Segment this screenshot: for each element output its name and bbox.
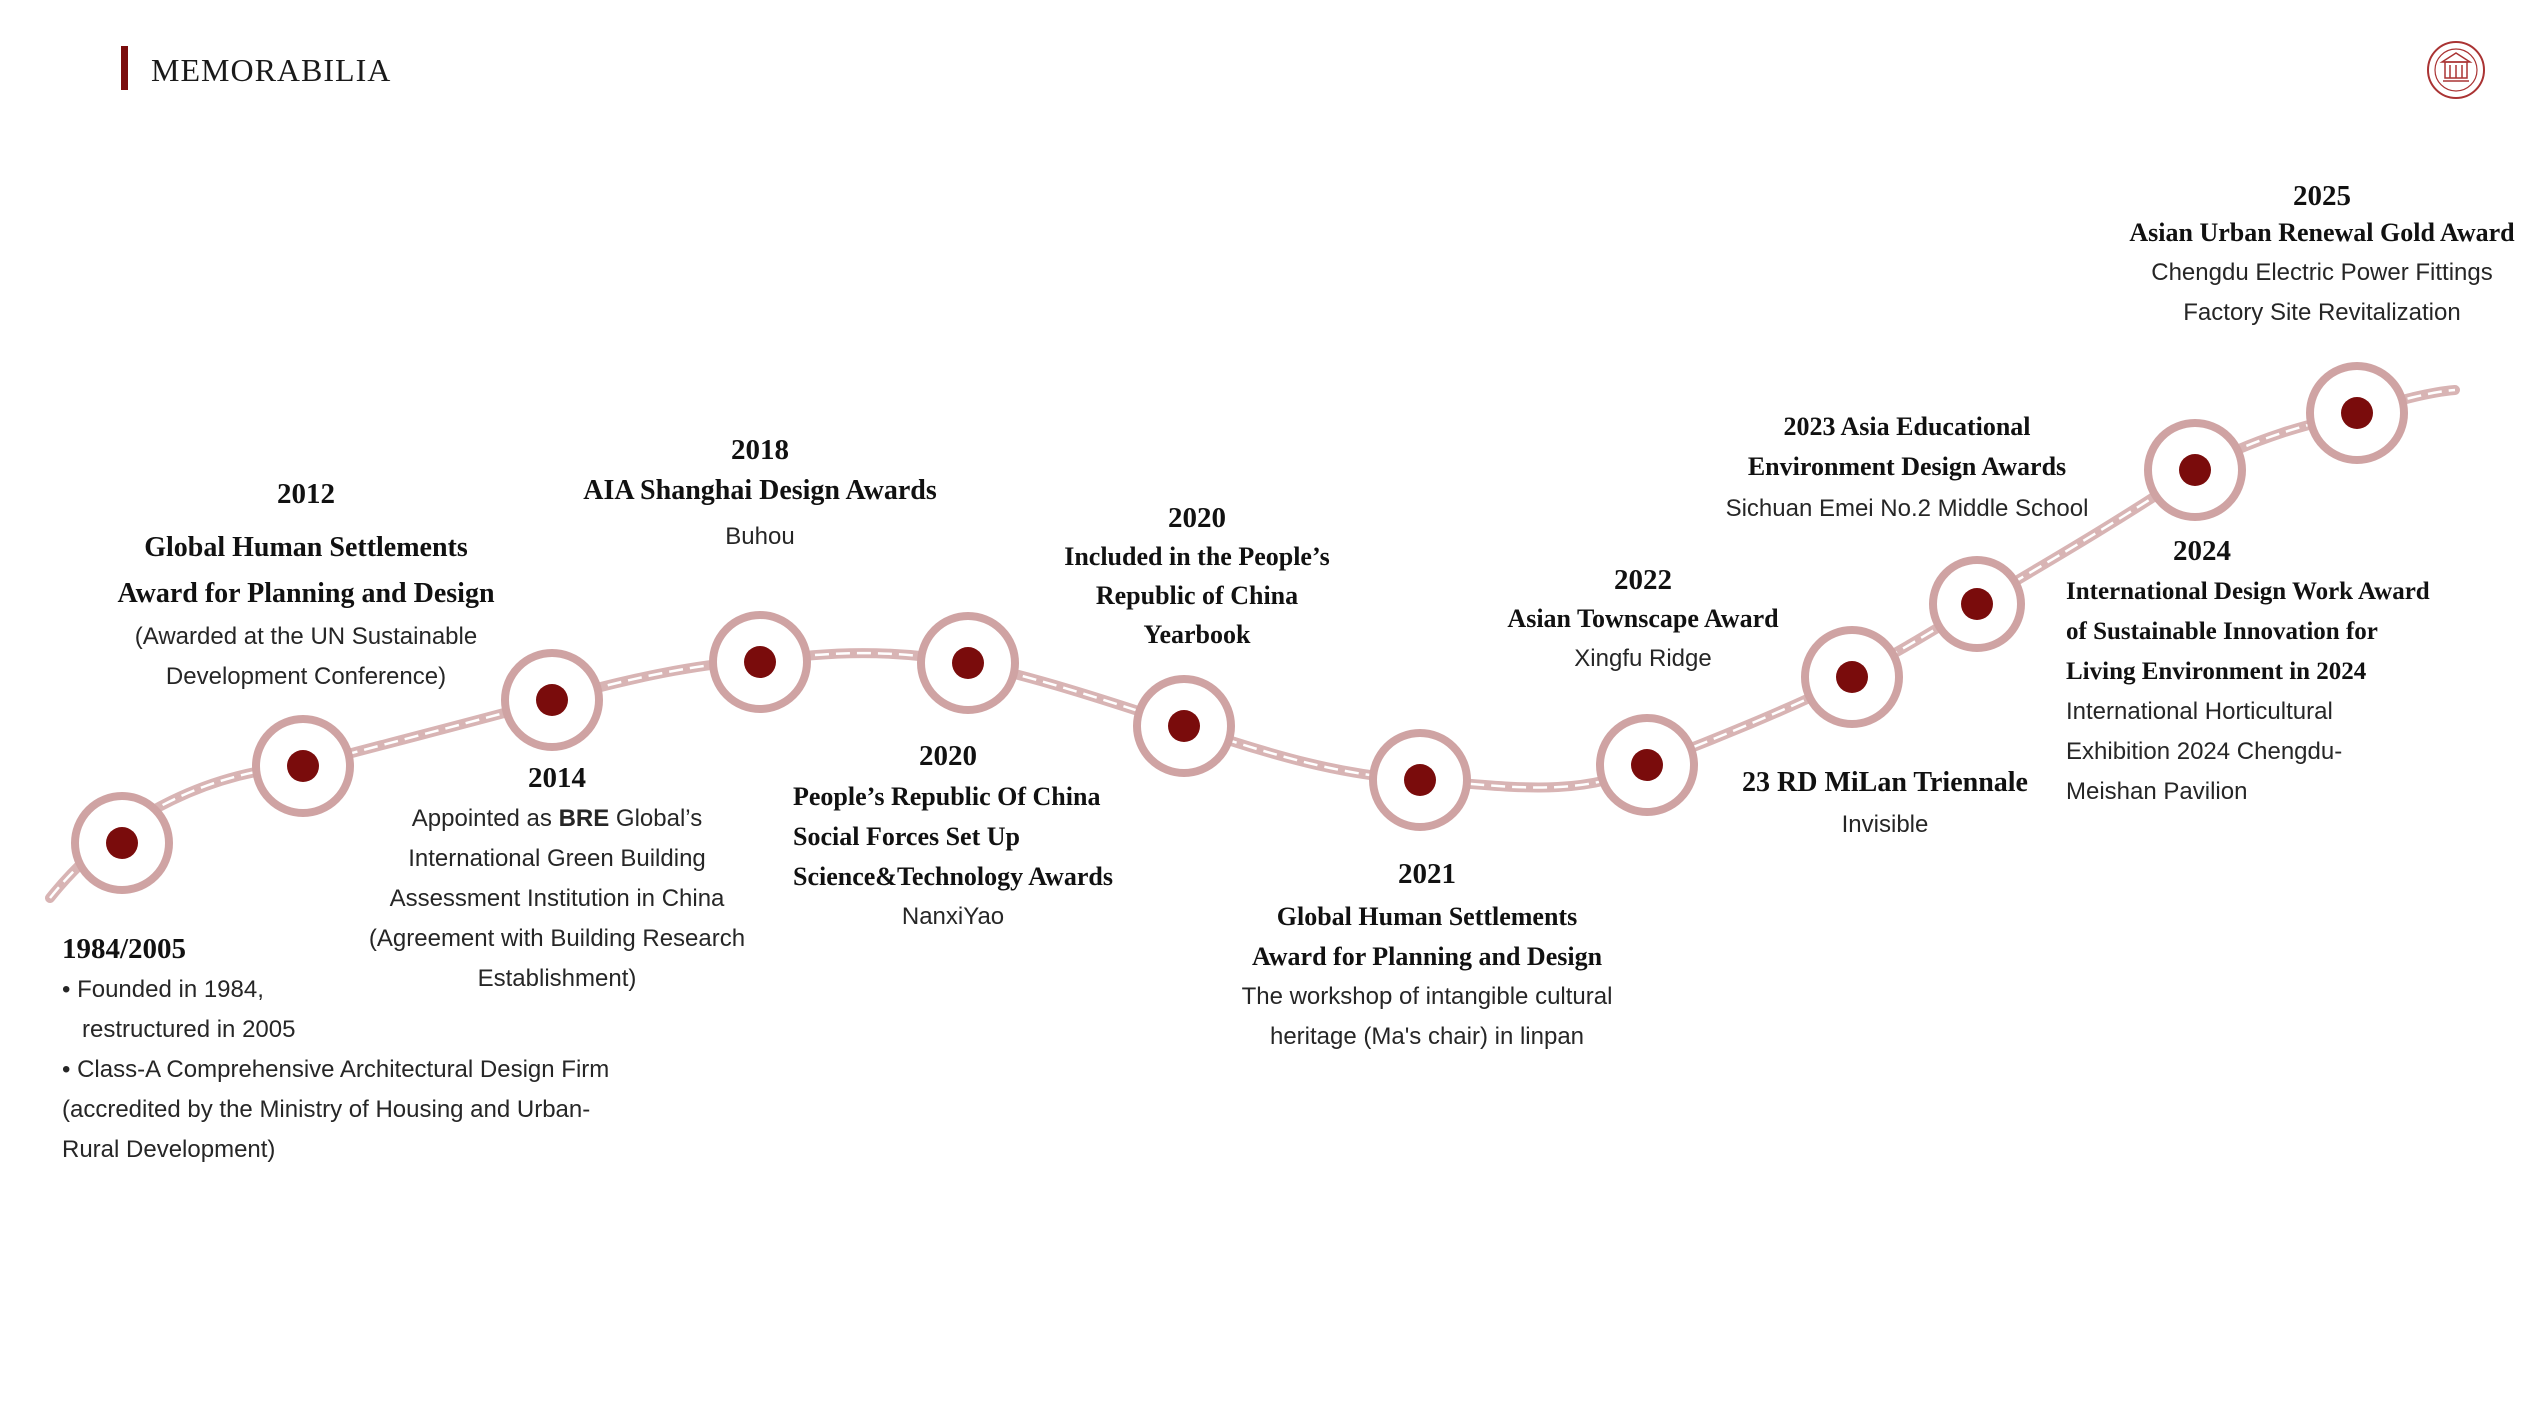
- event-desc: The workshop of intangible cultural: [1241, 983, 1613, 1010]
- event-year: 1984/2005: [62, 933, 187, 965]
- event-project: Sichuan Emei No.2 Middle School: [1725, 495, 2089, 522]
- event-year: 2025: [2293, 180, 2351, 212]
- event-award: Social Forces Set Up: [793, 822, 1020, 851]
- event-desc: Assessment Institution in China: [389, 885, 725, 912]
- milestone-2025: [2306, 362, 2408, 464]
- event-award: Award for Planning and Design: [1251, 942, 1603, 971]
- event-award: of Sustainable Innovation for: [2066, 618, 2378, 645]
- event-2023-asia-educational: 2023 Asia Educational Environment Design…: [1682, 407, 2132, 529]
- event-award: Living Environment in 2024: [2066, 658, 2367, 685]
- event-award: Science&Technology Awards: [793, 862, 1113, 891]
- event-award: 2023 Asia Educational: [1783, 412, 2031, 441]
- event-desc: • Class-A Comprehensive Architectural De…: [62, 1056, 610, 1083]
- event-award: 23 RD MiLan Triennale: [1742, 767, 2028, 798]
- event-year: 2021: [1398, 858, 1456, 890]
- event-year: 2022: [1614, 564, 1672, 596]
- milestone-2021: [1369, 729, 1471, 831]
- event-desc: International Green Building: [408, 845, 706, 872]
- event-award: Asian Townscape Award: [1507, 604, 1779, 633]
- event-2020-science-award: 2020 People’s Republic Of China Social F…: [793, 740, 1233, 937]
- event-desc: (Awarded at the UN Sustainable: [134, 623, 478, 650]
- event-desc: (Agreement with Building Research: [368, 925, 746, 952]
- event-desc: Development Conference): [165, 663, 447, 690]
- event-desc: heritage (Ma's chair) in linpan: [1269, 1023, 1585, 1050]
- milestone-2023-milan: [1801, 626, 1903, 728]
- event-2018: 2018 AIA Shanghai Design Awards Buhou: [530, 434, 990, 557]
- event-year: 2012: [277, 478, 335, 510]
- event-2024: 2024 International Design Work Award of …: [2066, 535, 2536, 812]
- milestone-2022: [1596, 714, 1698, 816]
- event-desc: (accredited by the Ministry of Housing a…: [62, 1096, 591, 1123]
- milestone-2023-asia: [2144, 419, 2246, 521]
- event-award: Global Human Settlements: [144, 532, 468, 563]
- event-year: 2024: [2173, 535, 2231, 567]
- event-award: Award for Planning and Design: [117, 578, 495, 609]
- event-desc: • Founded in 1984,: [62, 976, 264, 1003]
- event-desc: Exhibition 2024 Chengdu-: [2066, 738, 2343, 765]
- event-year: 2014: [528, 762, 586, 794]
- event-award: Asian Urban Renewal Gold Award: [2129, 218, 2515, 247]
- event-award: Republic of China: [1095, 581, 1299, 610]
- event-desc: Establishment): [477, 965, 637, 992]
- event-desc: International Horticultural: [2066, 698, 2333, 725]
- event-2025: 2025 Asian Urban Renewal Gold Award Chen…: [2102, 180, 2542, 333]
- milestone-2018: [709, 611, 811, 713]
- milestone-2024: [1929, 556, 2025, 652]
- event-desc: Chengdu Electric Power Fittings: [2151, 259, 2493, 286]
- event-award: Included in the People’s: [1064, 542, 1330, 571]
- emblem-logo: [2427, 41, 2485, 99]
- event-award: People’s Republic Of China: [793, 782, 1101, 811]
- event-2012: 2012 Global Human Settlements Award for …: [66, 478, 546, 697]
- event-year: 2018: [731, 434, 789, 466]
- event-project: Buhou: [725, 523, 795, 550]
- event-desc: Appointed as BRE Global’s: [411, 805, 703, 832]
- event-project: Xingfu Ridge: [1574, 645, 1712, 672]
- event-2020-yearbook: 2020 Included in the People’s Republic o…: [1012, 502, 1382, 654]
- milestone-1984: [71, 792, 173, 894]
- milestone-2012: [252, 715, 354, 817]
- event-project: Invisible: [1841, 811, 1929, 838]
- page-title: MEMORABILIA: [151, 52, 392, 88]
- event-award: Global Human Settlements: [1276, 902, 1578, 931]
- event-2022: 2022 Asian Townscape Award Xingfu Ridge: [1458, 564, 1828, 679]
- event-2023-milan-triennale: 23 RD MiLan Triennale Invisible: [1680, 761, 2090, 845]
- milestone-2020a: [917, 612, 1019, 714]
- event-desc: Rural Development): [62, 1136, 276, 1163]
- milestone-2020b: [1133, 675, 1235, 777]
- event-desc: Factory Site Revitalization: [2183, 299, 2461, 326]
- event-2021: 2021 Global Human Settlements Award for …: [1187, 858, 1667, 1057]
- event-2014: 2014 Appointed as BRE Global’s Internati…: [342, 762, 772, 999]
- event-project: NanxiYao: [901, 903, 1005, 930]
- milestone-2014: [501, 649, 603, 751]
- event-year: 2020: [1168, 502, 1226, 534]
- title-accent-bar: [121, 46, 128, 90]
- event-year: 2020: [919, 740, 977, 772]
- event-1984: 1984/2005 • Founded in 1984, restructure…: [62, 933, 702, 1170]
- event-award: Environment Design Awards: [1747, 452, 2067, 481]
- event-desc: restructured in 2005: [82, 1016, 296, 1043]
- event-award: AIA Shanghai Design Awards: [583, 475, 937, 506]
- event-award: International Design Work Award: [2066, 578, 2430, 605]
- event-desc: Meishan Pavilion: [2066, 778, 2248, 805]
- event-award: Yearbook: [1143, 620, 1251, 649]
